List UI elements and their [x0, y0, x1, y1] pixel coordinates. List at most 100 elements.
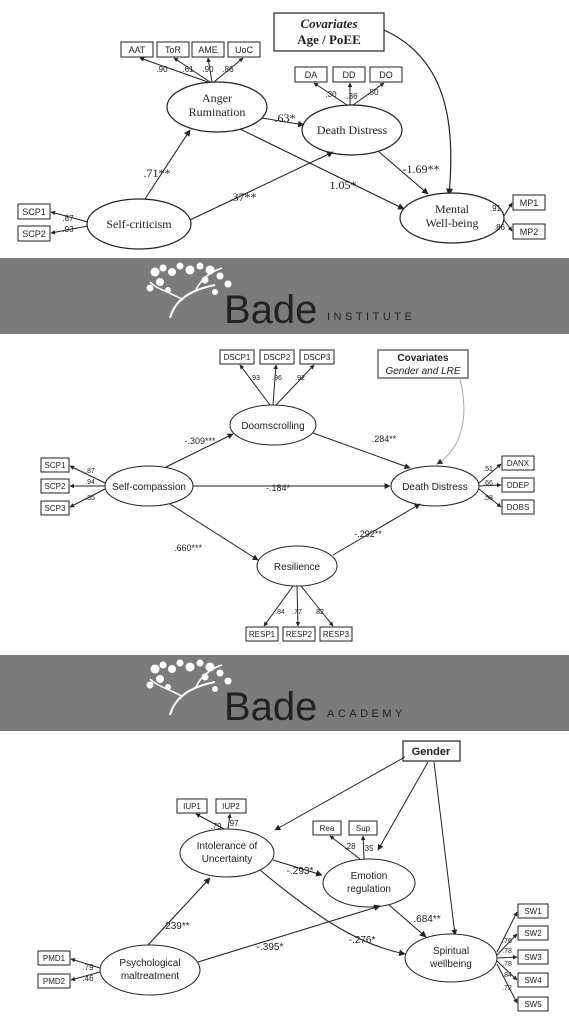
covariates-path	[436, 378, 465, 465]
loading-value: .28	[344, 842, 356, 851]
loading-value: .61	[182, 65, 194, 74]
indicator-box	[512, 194, 546, 211]
path-coef: .684**	[413, 914, 440, 925]
latent-label: Anger	[202, 91, 232, 105]
path-coef: .37**	[230, 190, 257, 204]
path-selfcrit-anger	[144, 129, 191, 200]
indicator-label: PMD1	[43, 954, 66, 963]
indicator-label: DSCP3	[304, 353, 331, 362]
loading-value: .93	[250, 375, 260, 382]
path-coef: .660***	[174, 543, 203, 553]
covariates-path	[383, 29, 454, 196]
indicator-label: PMD2	[43, 977, 66, 986]
path-iu-sw	[259, 869, 406, 957]
latent-label: Rumination	[189, 105, 246, 119]
latent-label: wellbeing	[429, 959, 472, 970]
indicator-box	[369, 66, 403, 83]
latent-mental-wellbeing	[399, 192, 505, 244]
indicator-label: SCP3	[45, 504, 66, 513]
loading-value: .94	[85, 479, 95, 486]
loading-value: .79	[82, 963, 94, 972]
indicator-box	[517, 949, 549, 965]
path-coef: -.395*	[257, 942, 284, 953]
loading-value: .76	[502, 938, 512, 945]
model-1: Covariates Age / PoEE Anger Rumination D…	[17, 12, 546, 250]
indicator-label: IUP2	[222, 802, 240, 811]
indicator-label: DOBS	[507, 503, 530, 512]
indicator-label: AME	[198, 45, 218, 55]
loading-value: .90	[156, 65, 168, 74]
loading-value: .93	[62, 225, 74, 234]
latent-intolerance-uncertainty	[179, 828, 275, 878]
indicator-label: ToR	[165, 45, 182, 55]
indicator-label: DO	[379, 70, 393, 80]
gender-path-er	[377, 761, 429, 851]
indicator-label: SW1	[524, 907, 542, 916]
indicator-box	[319, 626, 353, 642]
latent-self-criticism	[86, 198, 192, 250]
indicator-box	[517, 925, 549, 941]
indicator-label: SCP1	[45, 461, 66, 470]
loading-value: .87	[62, 214, 74, 223]
loading-value: .90	[202, 65, 214, 74]
brand-sub: INSTITUTE	[327, 311, 415, 323]
indicator-label: Sup	[356, 824, 371, 833]
path-er-sw	[388, 904, 427, 938]
tree-logo-icon	[146, 659, 232, 716]
path-coef: .239**	[162, 921, 189, 932]
path-coef: -.293*	[287, 866, 314, 877]
covariates-title: Covariates	[397, 353, 449, 364]
indicator-box	[501, 477, 535, 493]
loading-value: .92	[295, 375, 305, 382]
path-doom-death	[312, 432, 411, 469]
loading-value: .77	[292, 609, 302, 616]
loading-value: .86	[494, 223, 506, 232]
tree-logo-icon	[146, 262, 232, 319]
loading-value: .46	[82, 974, 94, 983]
latent-emotion-regulation	[322, 858, 416, 908]
latent-label: Death Distress	[402, 482, 468, 493]
path-coef: -.276*	[349, 935, 376, 946]
indicator-box	[501, 455, 535, 471]
indicator-box	[294, 66, 328, 83]
indicator-label: DD	[343, 70, 356, 80]
indicator-box	[219, 349, 255, 365]
loading-value: .97	[227, 819, 239, 828]
loading-value: .66	[483, 480, 493, 487]
indicator-box	[191, 41, 225, 58]
indicator-label: SCP2	[45, 482, 66, 491]
latent-label: Resilience	[274, 562, 321, 573]
loading-value: .72	[502, 985, 512, 992]
indicator-box	[512, 223, 546, 240]
latent-label: Self-compassion	[112, 482, 186, 493]
path-coef: -.292**	[354, 529, 382, 539]
model-3: Gender Intolerance of Uncertainty Emotio…	[37, 740, 549, 1012]
path-coef: 1.05*	[330, 178, 357, 192]
gender-path-iu	[274, 756, 406, 831]
path-coef: -1.69**	[403, 162, 440, 176]
indicator-label: DANX	[507, 459, 530, 468]
indicator-label: SW3	[524, 953, 542, 962]
indicator-label: MP1	[520, 198, 539, 208]
indicator-box	[40, 457, 70, 473]
path-coef: .63*	[275, 111, 296, 125]
path-death-mental	[377, 150, 429, 195]
loading-value: .84	[502, 972, 512, 979]
indicator-label: SCP2	[22, 229, 46, 239]
loading-value: .79	[210, 822, 222, 831]
latent-label: Mental	[435, 202, 470, 216]
indicator-box	[176, 798, 208, 814]
path-coef: -.184*	[266, 483, 291, 493]
loading-value: .96	[272, 375, 282, 382]
loading-value: .86	[222, 65, 234, 74]
path-anger-mental	[239, 128, 405, 210]
indicator-box	[37, 950, 71, 966]
latent-death-distress	[301, 104, 403, 156]
latent-spiritual-wellbeing	[404, 933, 498, 983]
indicator-box	[37, 973, 71, 989]
latent-label: Emotion	[351, 871, 388, 882]
latent-label: Doomscrolling	[241, 421, 304, 432]
loading-value: .78	[502, 948, 512, 955]
indicator-label: RESP1	[249, 630, 276, 639]
